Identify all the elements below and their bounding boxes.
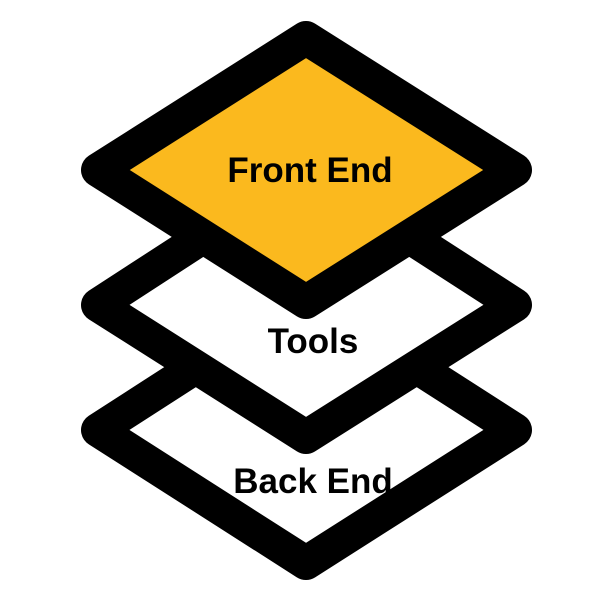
layer-front-end: Front End [81,21,532,319]
front-end-label: Front End [227,151,392,190]
back-end-label: Back End [233,462,393,501]
front-end-diamond [81,21,532,319]
tools-label: Tools [268,322,359,361]
